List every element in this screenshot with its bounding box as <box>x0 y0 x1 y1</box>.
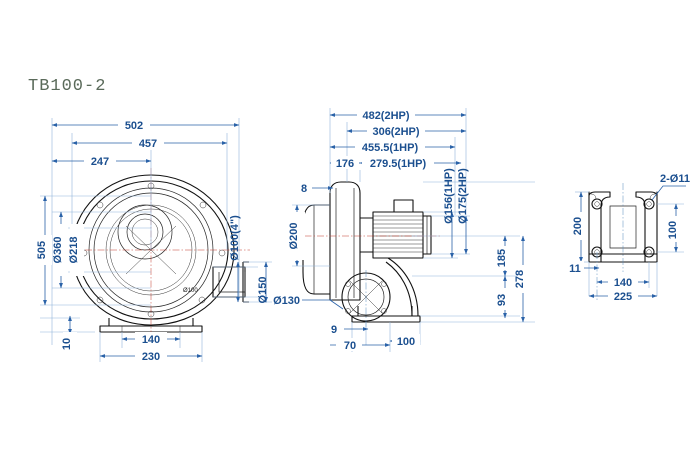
side-dim-185: 185 <box>496 249 508 267</box>
front-view-top-dims: 502 502 457 247 <box>51 118 240 318</box>
base-view: 2-Ø11 200 100 11 140 <box>566 173 690 303</box>
front-dim-d100: Ø100(4") <box>229 215 241 261</box>
front-dim-140: 140 <box>142 334 160 346</box>
base-view-hole-callout: 2-Ø11 <box>651 173 690 201</box>
front-view-right-dims: Ø100(4") Ø150 <box>213 215 272 304</box>
side-dim-100: 100 <box>397 336 415 348</box>
base-dim-100: 100 <box>667 221 679 239</box>
side-view-left-dims: 8 Ø200 <box>288 181 334 267</box>
side-view-casing <box>302 181 432 301</box>
front-dim-d360: Ø360 <box>52 237 64 264</box>
side-dim-d156: Ø156(1HP) <box>443 168 455 224</box>
base-view-right-dims: 100 <box>657 203 684 253</box>
front-dim-230: 230 <box>142 351 160 363</box>
side-dim-d130: Ø130 <box>273 295 300 307</box>
page-title: TB100-2 <box>28 77 106 96</box>
side-dim-306: 306(2HP) <box>372 126 419 138</box>
base-dim-225: 225 <box>614 291 632 303</box>
front-dim-d150: Ø150 <box>257 277 269 304</box>
side-view-inlet-dim: Ø130 <box>273 295 344 310</box>
front-dim-247: 247 <box>91 156 109 168</box>
side-dim-9: 9 <box>331 324 337 336</box>
base-dim-11: 11 <box>569 263 581 275</box>
front-view: Ø100 502 502 457 247 <box>36 118 272 363</box>
side-dim-70: 70 <box>344 340 356 352</box>
side-dim-93: 93 <box>496 294 508 306</box>
side-dim-278: 278 <box>514 270 526 288</box>
front-dim-d218: Ø218 <box>68 237 80 264</box>
base-dim-2xd11: 2-Ø11 <box>660 173 690 185</box>
side-dim-8: 8 <box>301 183 307 195</box>
side-view-bottom-dims: 9 70 100 <box>326 322 421 352</box>
outlet-label: Ø100 <box>183 288 198 294</box>
front-view-bottom-dims: 10 140 230 <box>40 315 203 363</box>
front-dim-10: 10 <box>61 338 73 350</box>
side-dim-d200: Ø200 <box>288 223 300 250</box>
side-dim-176: 176 <box>336 158 354 170</box>
side-dim-d175: Ø175(2HP) <box>457 168 469 224</box>
base-view-bottom-dims: 11 140 225 <box>566 261 658 303</box>
front-dim-505: 505 <box>36 241 48 259</box>
front-dim-457: 457 <box>139 138 157 150</box>
side-dim-455p5: 455.5(1HP) <box>362 142 419 154</box>
side-view-top-dims: 482(2HP) 306(2HP) 455.5(1HP) 176 279.5(1… <box>329 108 467 215</box>
side-dim-279p5: 279.5(1HP) <box>370 158 427 170</box>
side-view: 482(2HP) 306(2HP) 455.5(1HP) 176 279.5(1… <box>273 108 535 352</box>
base-dim-200: 200 <box>572 217 584 235</box>
front-dim-502-txt: 502 <box>125 120 143 132</box>
base-dim-140: 140 <box>614 277 632 289</box>
side-dim-482: 482(2HP) <box>362 110 409 122</box>
front-view-left-dims: 505 Ø360 Ø218 <box>36 195 151 306</box>
side-view-right-dims: Ø156(1HP) Ø175(2HP) 185 93 278 <box>412 168 535 323</box>
